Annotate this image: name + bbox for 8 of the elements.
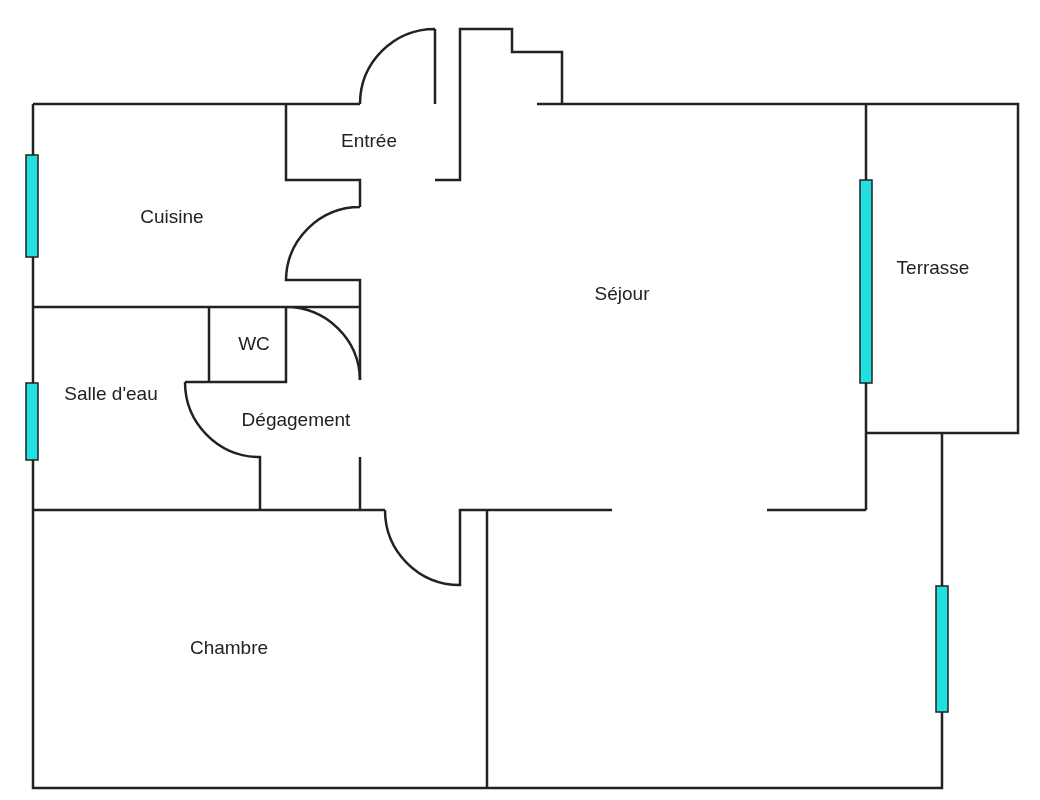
room-label: Chambre — [189, 637, 269, 659]
room-label: Séjour — [594, 283, 650, 305]
room-label: Entrée — [341, 130, 397, 152]
room-label: Dégagement — [241, 409, 351, 431]
room-label: WC — [238, 333, 270, 355]
room-label: Cuisine — [140, 206, 204, 228]
room-label: Salle d'eau — [64, 383, 158, 405]
room-label: Terrasse — [896, 257, 970, 279]
